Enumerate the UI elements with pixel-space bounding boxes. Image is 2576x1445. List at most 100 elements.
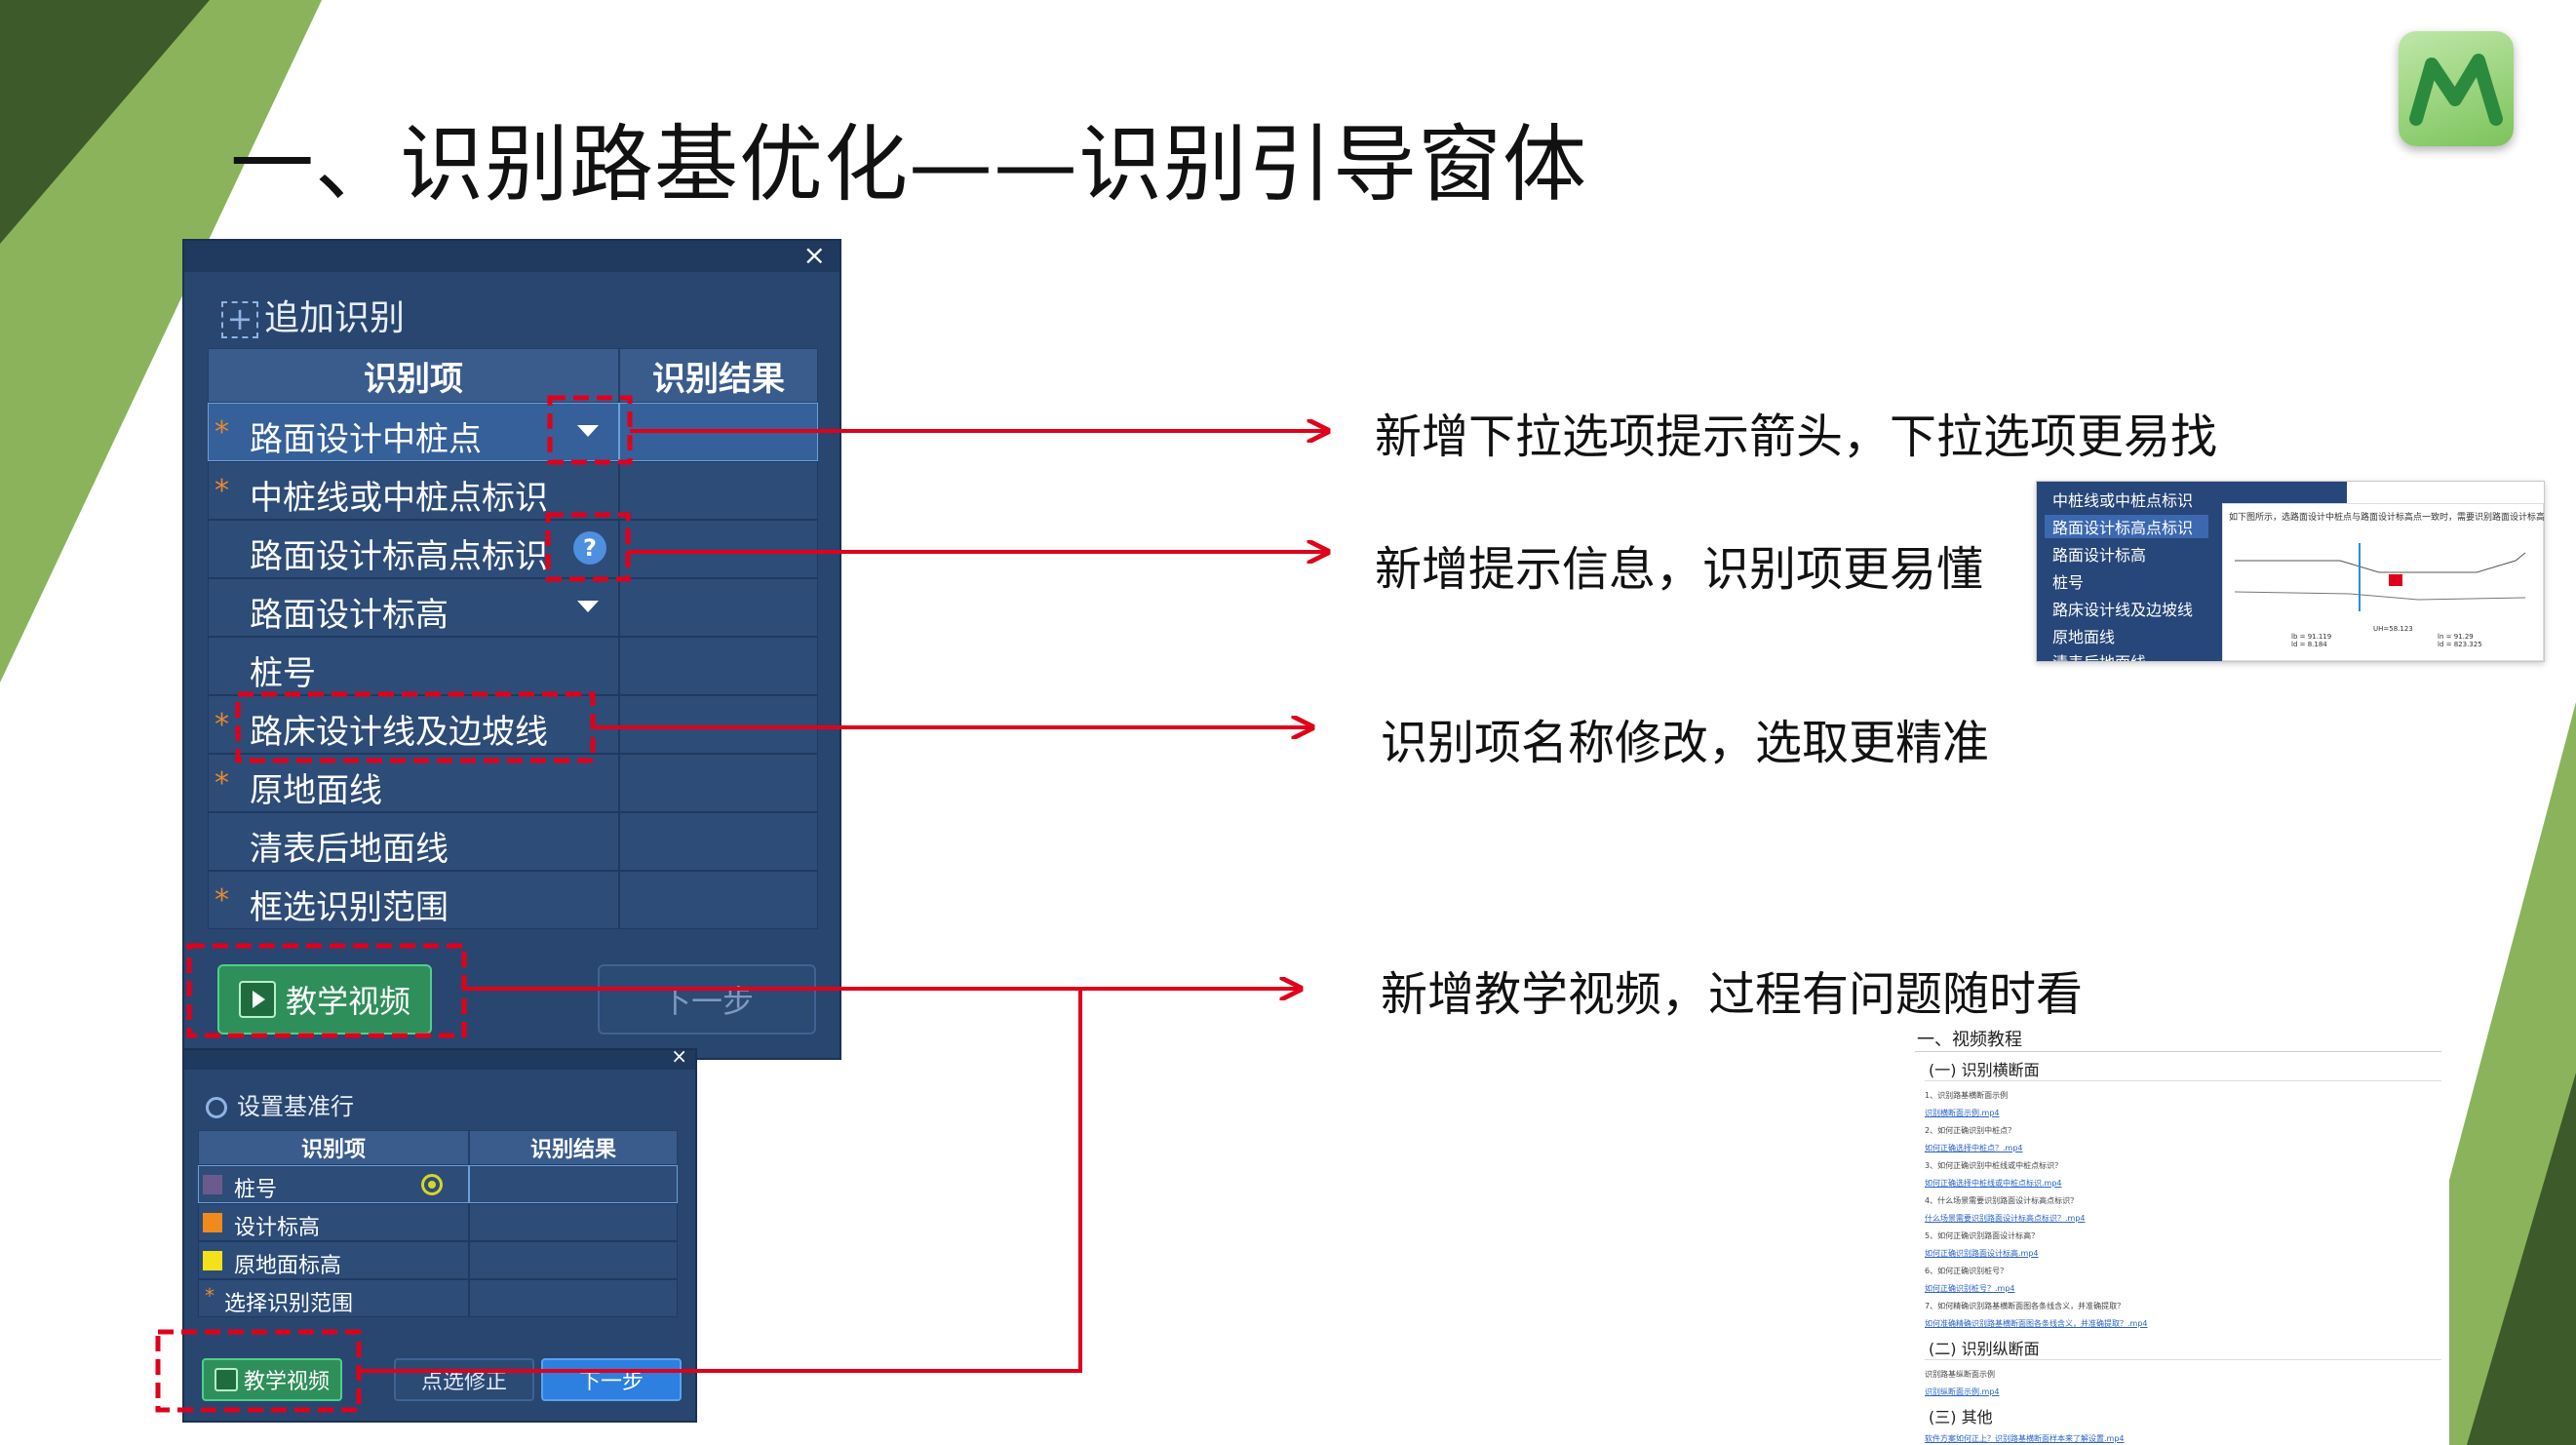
table-row[interactable]: 路面设计标高 xyxy=(208,578,818,637)
video-question: 1、识别路基横断面示例 xyxy=(1925,1091,2009,1100)
video-link[interactable]: 如何正确识别桩号？.mp4 xyxy=(1925,1284,2015,1293)
video-link[interactable]: 软件方案如何正上？识别路基横断面样本来了解设置.mp4 xyxy=(1925,1434,2125,1443)
dialog-titlebar xyxy=(184,241,839,272)
row-label: 设计标高 xyxy=(234,1216,321,1240)
video-link[interactable]: 识别横断面示例.mp4 xyxy=(1925,1109,2000,1117)
pick-correct-button[interactable]: 点选修正 xyxy=(394,1358,534,1401)
video-question: 5、如何正确识别路面设计标高？ xyxy=(1925,1231,2040,1240)
preview-value: UH=58.123 xyxy=(2373,625,2413,633)
preview-menu-item: 原地面线 xyxy=(2052,628,2116,646)
required-star: * xyxy=(205,1284,215,1308)
video-question: 2、如何正确识别中桩点？ xyxy=(1925,1126,2016,1135)
preview-popup-text: 如下图所示，选路面设计中桩点与路面设计标高点一致时，需要识别路面设计标高点标识。 xyxy=(2229,513,2545,523)
video-question: 识别路基纵断面示例 xyxy=(1925,1370,1995,1379)
result-cell xyxy=(619,403,818,461)
preview-menu-item: 路面设计标高点标识 xyxy=(2045,515,2208,538)
table-row[interactable]: *原地面线 xyxy=(208,754,818,812)
gear-icon xyxy=(206,1097,227,1118)
col-result-header: 识别结果 xyxy=(619,348,818,403)
help-popup-preview: 中桩线或中桩点标识 路面设计标高点标识 路面设计标高 桩号 路床设计线及边坡线 … xyxy=(2036,481,2545,662)
table-row[interactable]: 桩号 xyxy=(208,637,818,695)
table-row[interactable]: 桩号 xyxy=(198,1165,678,1203)
close-button[interactable]: × xyxy=(671,1044,687,1068)
row-label: 原地面标高 xyxy=(234,1254,342,1278)
preview-menu-item: 清表后地面线 xyxy=(2052,649,2146,661)
tutorial-video-label: 教学视频 xyxy=(243,1370,330,1394)
col-item-header: 识别项 xyxy=(198,1130,469,1165)
result-cell xyxy=(619,812,818,871)
color-swatch xyxy=(203,1213,222,1232)
app-logo xyxy=(2399,31,2514,146)
set-base-row-dialog: × 设置基准行 识别项 识别结果 桩号 设计标高 原地面标高 * 选择识别范围 教… xyxy=(182,1044,697,1423)
result-cell xyxy=(469,1241,678,1279)
tutorial-video-button[interactable]: 教学视频 xyxy=(202,1358,342,1401)
video-play-icon xyxy=(238,981,276,1018)
table-row[interactable]: 设计标高 xyxy=(198,1203,678,1241)
preview-menu-item: 中桩线或中桩点标识 xyxy=(2052,491,2194,510)
dropdown-arrow-icon[interactable] xyxy=(577,425,599,437)
video-link[interactable]: 什么场景需要识别路面设计标高点标识？.mp4 xyxy=(1925,1214,2086,1223)
set-base-row-label: 设置基准行 xyxy=(237,1093,354,1120)
table-header: 识别项 识别结果 xyxy=(208,348,818,403)
video-link[interactable]: 如何正确识别路面设计标高.mp4 xyxy=(1925,1249,2039,1258)
table-row[interactable]: 原地面标高 xyxy=(198,1241,678,1279)
annotation-rename: 识别项名称修改，选取更精准 xyxy=(1381,716,1990,770)
table-row[interactable]: * 选择识别范围 xyxy=(198,1279,678,1317)
next-step-button[interactable]: 下一步 xyxy=(598,964,816,1035)
base-table: 识别项 识别结果 桩号 设计标高 原地面标高 * 选择识别范围 xyxy=(198,1130,678,1317)
result-cell xyxy=(619,520,818,578)
preview-menu-item: 桩号 xyxy=(2052,573,2085,592)
video-list-heading: 一、视频教程 xyxy=(1917,1030,2022,1050)
video-tutorial-list-preview: 一、视频教程 (一) 识别横断面 1、识别路基横断面示例 识别横断面示例.mp4… xyxy=(1911,1014,2449,1445)
help-icon[interactable]: ? xyxy=(573,531,606,565)
dropdown-arrow-icon[interactable] xyxy=(577,601,599,612)
preview-value: ln = 91.29 xyxy=(2438,633,2474,641)
video-section-title: (一) 识别横断面 xyxy=(1929,1061,2040,1079)
preview-value: ld = 823.325 xyxy=(2438,641,2482,648)
video-question: 6、如何正确识别桩号？ xyxy=(1925,1267,2009,1275)
video-play-icon xyxy=(214,1368,238,1391)
row-label: 清表后地面线 xyxy=(250,830,449,869)
preview-value: lb = 91.119 xyxy=(2291,633,2332,641)
row-label: 桩号 xyxy=(250,654,316,693)
annotation-video: 新增教学视频，过程有问题随时看 xyxy=(1381,967,2084,1022)
preview-value: ld = 8.184 xyxy=(2291,641,2327,648)
video-link[interactable]: 如何准确精确识别路基横断面图各条线含义，并准确提取？.mp4 xyxy=(1925,1319,2148,1328)
target-icon[interactable] xyxy=(421,1174,443,1195)
add-identify-label: 追加识别 xyxy=(264,298,406,338)
table-row[interactable]: *路面设计中桩点 xyxy=(208,403,818,461)
required-star: * xyxy=(215,415,229,449)
table-row[interactable]: *框选识别范围 xyxy=(208,871,818,929)
result-cell xyxy=(619,578,818,637)
tutorial-video-button[interactable]: 教学视频 xyxy=(217,964,432,1035)
table-row[interactable]: 清表后地面线 xyxy=(208,812,818,871)
plus-icon: + xyxy=(221,301,258,338)
table-header: 识别项 识别结果 xyxy=(198,1130,678,1165)
video-link[interactable]: 如何正确选择中桩点？.mp4 xyxy=(1925,1144,2023,1152)
table-row[interactable]: *路床设计线及边坡线 xyxy=(208,695,818,754)
close-button[interactable]: × xyxy=(802,239,826,271)
row-label: 路面设计标高 xyxy=(250,596,449,635)
result-cell xyxy=(619,637,818,695)
add-identify-button[interactable]: +追加识别 xyxy=(221,290,405,340)
required-star: * xyxy=(215,766,229,801)
identify-guide-dialog: × +追加识别 识别项 识别结果 *路面设计中桩点 *中桩线或中桩点标识 路面设… xyxy=(182,239,841,1060)
identify-table: 识别项 识别结果 *路面设计中桩点 *中桩线或中桩点标识 路面设计标高点标识? … xyxy=(208,348,818,929)
row-label: 路床设计线及边坡线 xyxy=(250,713,548,752)
table-row[interactable]: 路面设计标高点标识? xyxy=(208,520,818,578)
video-link[interactable]: 如何正确选择中桩线或中桩点标识.mp4 xyxy=(1925,1179,2062,1188)
dialog-titlebar xyxy=(184,1050,695,1070)
annotation-dropdown: 新增下拉选项提示箭头，下拉选项更易找 xyxy=(1375,410,2218,464)
result-cell xyxy=(469,1203,678,1241)
result-cell xyxy=(619,461,818,520)
set-base-row-title: 设置基准行 xyxy=(206,1087,354,1121)
table-row[interactable]: *中桩线或中桩点标识 xyxy=(208,461,818,520)
col-result-header: 识别结果 xyxy=(469,1130,678,1165)
row-label: 选择识别范围 xyxy=(224,1292,354,1316)
video-link[interactable]: 识别纵断面示例.mp4 xyxy=(1925,1387,2000,1396)
next-step-button[interactable]: 下一步 xyxy=(541,1358,682,1401)
video-section-title: (三) 其他 xyxy=(1929,1408,1993,1426)
row-label: 桩号 xyxy=(234,1178,278,1202)
required-star: * xyxy=(215,474,229,508)
row-label: 路面设计标高点标识 xyxy=(250,537,548,576)
